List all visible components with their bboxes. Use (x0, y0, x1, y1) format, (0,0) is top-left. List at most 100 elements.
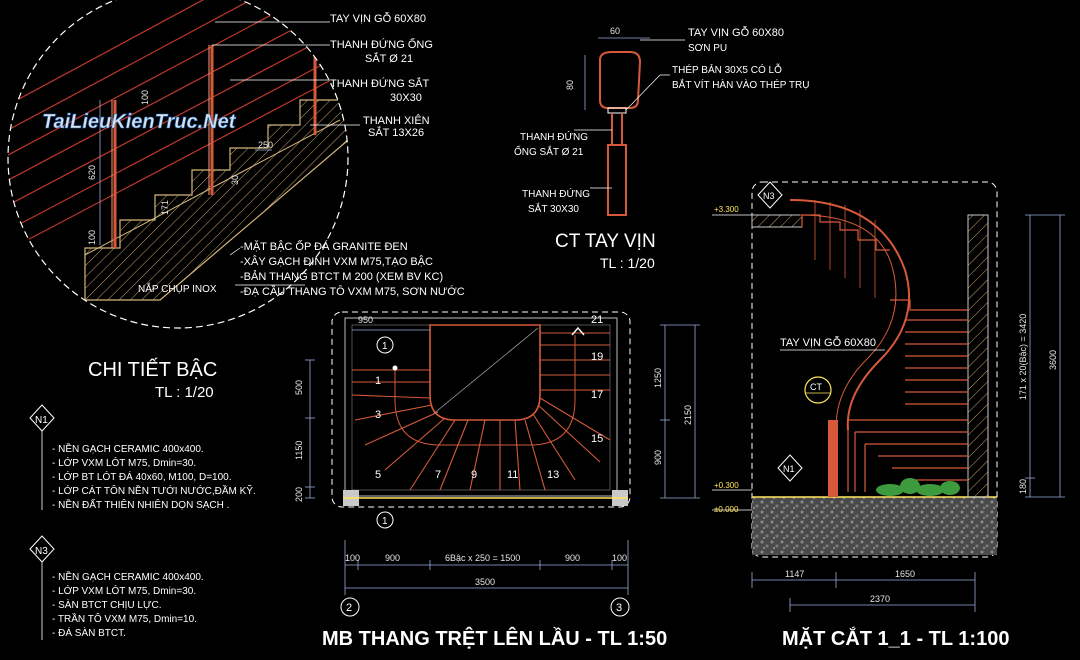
dim-100: 100 (612, 553, 627, 563)
layer-list: -MẶT BẬC ỐP ĐÁ GRANITE ĐEN -XÂY GẠCH ĐIN… (240, 239, 465, 298)
label-plate-2: BẮT VÍT HÀN VÀO THÉP TRỤ (672, 78, 809, 91)
label-cap: NẮP CHỤP INOX (138, 282, 217, 295)
handrail-detail: 60 80 TAY VỊN GỖ 60X80 SƠN PU THÉP BẢN 3… (514, 26, 809, 271)
dim-900: 900 (565, 553, 580, 563)
level-zero: ±0.000 (714, 505, 739, 514)
tag-n3-text: N3 (763, 191, 775, 201)
stair-well (429, 324, 541, 421)
step-detail-title: CHI TIẾT BẬC (88, 358, 217, 381)
handrail-detail-title: CT TAY VỊN (555, 231, 656, 252)
step-number: 5 (375, 469, 381, 481)
label-slant-1: THANH XIÊN (363, 114, 430, 127)
step-detail: 100 620 100 250 171 30 TAY VỊN GỖ 60X80 … (7, 0, 465, 329)
dim-100: 100 (345, 553, 360, 563)
axis-3: 3 (610, 597, 630, 617)
axis-label: 2 (346, 602, 352, 614)
note-item: - LỚP BT LÓT ĐÁ 40x60, M100, D=100. (52, 470, 232, 483)
dim-171: 171 (160, 200, 170, 215)
stair-plan: 1 3 5 7 9 11 13 15 17 19 21 1 1 950 (294, 311, 700, 650)
plan-title: MB THANG TRỆT LÊN LẦU - TL 1:50 (322, 626, 667, 650)
dim-950: 950 (358, 315, 373, 325)
level-mid: +0.300 (714, 481, 739, 490)
label-slant-2: SẮT 13X26 (368, 126, 424, 139)
note-item: - NỀN GẠCH CERAMIC 400x400. (52, 570, 204, 583)
slant-rails (8, 0, 348, 266)
note-item: - LỚP VXM LÓT M75, Dmin=30. (52, 584, 196, 597)
label-tube-1: THANH ĐỨNG (520, 130, 588, 143)
ground-fill (752, 497, 997, 555)
dim-900: 900 (385, 553, 400, 563)
step-number: 13 (547, 469, 559, 481)
dim-1147: 1147 (785, 569, 804, 579)
dim-100a: 100 (140, 90, 150, 105)
layer-item: -BẢN THANG BTCT M 200 (XEM BV KC) (240, 270, 443, 283)
dim-200: 200 (294, 487, 304, 502)
dim-3500: 3500 (475, 577, 495, 587)
note-item: - ĐÁ SÀN BTCT. (52, 626, 126, 639)
dim-steps: 6Bậc x 250 = 1500 (445, 553, 520, 563)
dim-2150: 2150 (683, 405, 693, 425)
dim-80: 80 (565, 80, 575, 90)
dim-1150: 1150 (294, 441, 304, 460)
step-number: 21 (591, 314, 603, 326)
section-handrail (789, 199, 911, 431)
stair-walk-line (394, 335, 576, 446)
dim-100b: 100 (87, 230, 97, 245)
section-title: MẶT CẮT 1_1 - TL 1:100 (782, 626, 1009, 650)
planter (876, 478, 960, 496)
tag-n1-text: N1 (783, 464, 795, 474)
label-handrail: TAY VỊN GỖ 60X80 (330, 12, 426, 25)
detail-circle-outline (7, 0, 349, 329)
section-tag-n1: N1 (777, 454, 803, 482)
note-item: - NỀN ĐẤT THIÊN NHIÊN DỌN SẠCH . (52, 498, 229, 511)
dim-30: 30 (230, 175, 240, 185)
section-marker-1-bottom: 1 (376, 511, 394, 529)
label-rail-1: TAY VỊN GỖ 60X80 (688, 26, 784, 39)
section-marker-1-top: 1 (376, 336, 394, 354)
step-detail-scale: TL : 1/20 (155, 384, 214, 401)
dim-180: 180 (1018, 479, 1028, 494)
dim-1650: 1650 (895, 569, 915, 579)
step-number: 9 (471, 469, 477, 481)
rail-section (599, 51, 642, 109)
note-n1-tag: N1 (35, 415, 48, 426)
step-number: 3 (375, 409, 381, 421)
dim-620: 620 (87, 165, 97, 180)
stair-profile (84, 99, 348, 301)
label-post-tube-2: SẮT Ø 21 (365, 52, 413, 65)
stair-treads (351, 332, 611, 491)
axis-2: 2 (340, 597, 360, 617)
dim-900-right: 900 (653, 450, 663, 465)
step-number: 11 (507, 469, 518, 481)
section-tag-ct: CT (804, 376, 832, 404)
upper-flight (801, 214, 968, 492)
dim-250: 250 (258, 140, 273, 150)
dim-60: 60 (610, 26, 620, 36)
tag-ct-text: CT (810, 382, 822, 392)
axis-label: 1 (382, 341, 388, 352)
plan-border (331, 311, 631, 508)
label-post-iron-1: THANH ĐỨNG SẮT (330, 77, 430, 90)
axis-label: 3 (616, 602, 622, 614)
note-item: - LỚP VXM LÓT M75, Dmin=30. (52, 456, 196, 469)
label-iron-2: SẮT 30X30 (528, 202, 579, 215)
note-item: - TRẦN TÔ VXM M75, Dmin=10. (52, 612, 197, 625)
layer-item: -XÂY GẠCH ĐINH VXM M75,TẠO BẬC (240, 255, 433, 268)
label-post-tube-1: THANH ĐỨNG ỐNG (330, 37, 433, 51)
step-number: 7 (435, 469, 441, 481)
axis-label: 1 (382, 516, 388, 527)
stair-section: N3 N1 CT TAY VỊN GỖ 60X80 +3.300 +0.300 … (712, 181, 1065, 650)
handrail-detail-scale: TL : 1/20 (600, 255, 655, 271)
step-number: 1 (375, 375, 381, 387)
watermark-text: TaiLieuKienTruc.Net (42, 111, 237, 133)
layer-item: -MẶT BẬC ỐP ĐÁ GRANITE ĐEN (240, 239, 408, 253)
dim-500: 500 (294, 380, 304, 395)
note-n3-tag: N3 (35, 546, 48, 557)
label-rail-2: SƠN PU (688, 43, 727, 54)
dim-2370: 2370 (870, 594, 890, 604)
note-item: - SÀN BTCT CHỊU LỰC. (52, 598, 161, 611)
section-border (751, 181, 998, 558)
layer-item: -ĐẠ CẦU THANG TÔ VXM M75, SƠN NƯỚC (240, 285, 465, 298)
label-tube-2: ỐNG SẮT Ø 21 (514, 144, 584, 158)
